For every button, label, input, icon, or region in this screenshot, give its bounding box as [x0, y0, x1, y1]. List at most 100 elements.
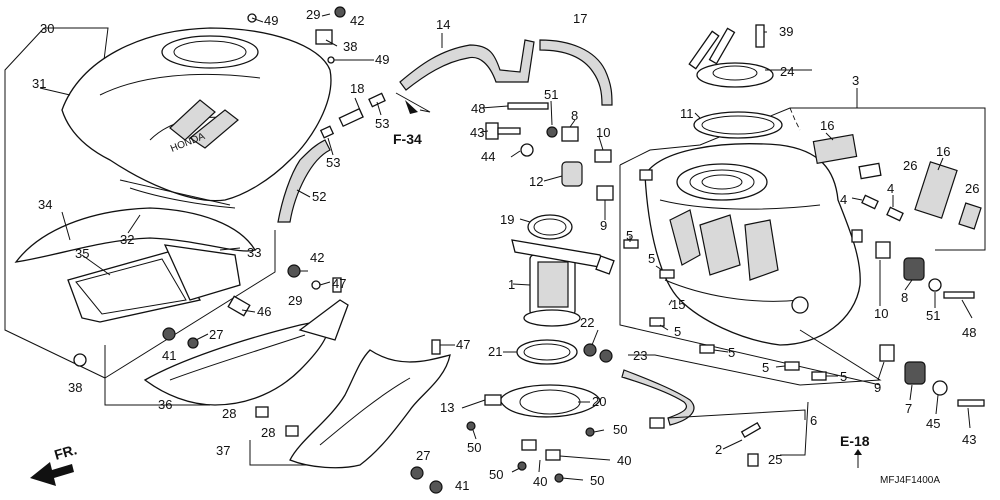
side-cover-right — [249, 349, 451, 469]
part-label-41-upper: 41 — [162, 348, 176, 363]
part-label-21: 21 — [488, 344, 502, 359]
part-label-25: 25 — [768, 452, 782, 467]
part-label-26-a: 26 — [903, 158, 917, 173]
part-label-50-bottom-right: 50 — [590, 473, 604, 488]
part-label-51-right: 51 — [926, 308, 940, 323]
side-cover-left — [104, 299, 349, 406]
right-side-hardware — [740, 241, 985, 467]
part-label-2: 2 — [715, 442, 722, 457]
part-label-12: 12 — [529, 174, 543, 189]
tank-top-cover: HONDA — [61, 27, 332, 209]
part-label-50-left: 50 — [467, 440, 481, 455]
part-label-3: 3 — [852, 73, 859, 88]
part-label-51-center: 51 — [544, 87, 558, 102]
part-label-8-center: 8 — [571, 108, 578, 123]
part-label-11: 11 — [680, 106, 694, 121]
part-label-16-b: 16 — [936, 144, 950, 159]
part-label-49-top: 49 — [264, 13, 278, 28]
breather-hoses — [277, 39, 613, 223]
part-label-53-a: 53 — [375, 116, 389, 131]
part-label-17: 17 — [573, 11, 587, 26]
part-label-47-upper: 47 — [332, 276, 346, 291]
fuel-cap-assembly — [688, 24, 783, 139]
part-label-43-right: 43 — [962, 432, 976, 447]
ref-front: FR. — [52, 441, 78, 463]
part-label-5-d: 5 — [728, 345, 735, 360]
part-label-42-mid: 42 — [310, 250, 324, 265]
part-label-5-b: 5 — [648, 251, 655, 266]
part-label-52: 52 — [312, 189, 326, 204]
part-label-5-f: 5 — [840, 369, 847, 384]
part-label-13: 13 — [440, 400, 454, 415]
part-label-40-bottom: 40 — [533, 474, 547, 489]
part-label-49-right: 49 — [375, 52, 389, 67]
part-label-30: 30 — [40, 21, 54, 36]
part-label-4-a: 4 — [840, 192, 847, 207]
ref-f34: F-34 — [393, 131, 422, 147]
part-label-8-right: 8 — [901, 290, 908, 305]
part-label-38-left: 38 — [68, 380, 82, 395]
part-label-31: 31 — [32, 76, 46, 91]
part-label-23: 23 — [633, 348, 647, 363]
part-label-40-right: 40 — [617, 453, 631, 468]
part-label-38-top: 38 — [343, 39, 357, 54]
part-label-5-c: 5 — [674, 324, 681, 339]
front-arrow-icon — [30, 462, 74, 486]
part-label-9-center: 9 — [600, 218, 607, 233]
part-label-33: 33 — [247, 245, 261, 260]
part-label-41-lower: 41 — [455, 478, 469, 493]
part-label-10-right: 10 — [874, 306, 888, 321]
part-label-45: 45 — [926, 416, 940, 431]
part-label-36: 36 — [158, 397, 172, 412]
part-label-7: 7 — [905, 401, 912, 416]
part-label-28-lower: 28 — [222, 406, 236, 421]
part-label-37: 37 — [216, 443, 230, 458]
part-label-29-mid: 29 — [288, 293, 302, 308]
part-label-50-bottom-left: 50 — [489, 467, 503, 482]
e18-arrow-icon — [854, 449, 862, 455]
part-label-6: 6 — [810, 413, 817, 428]
part-label-34: 34 — [38, 197, 52, 212]
part-label-44: 44 — [481, 149, 495, 164]
part-label-48-right: 48 — [962, 325, 976, 340]
part-label-19: 19 — [500, 212, 514, 227]
part-label-28-upper: 28 — [261, 425, 275, 440]
diagram-code: MFJ4F1400A — [880, 475, 940, 486]
under-tray-panel — [14, 207, 256, 323]
part-label-47-lower: 47 — [456, 337, 470, 352]
f34-arrow-icon — [405, 100, 418, 114]
part-label-50-right: 50 — [613, 422, 627, 437]
part-label-5-a: 5 — [626, 228, 633, 243]
part-label-35: 35 — [75, 246, 89, 261]
part-label-48-center: 48 — [471, 101, 485, 116]
part-label-32: 32 — [120, 232, 134, 247]
fuel-tank-body — [639, 143, 863, 346]
ref-e18: E-18 — [840, 433, 870, 449]
leader-lines — [39, 13, 973, 481]
part-label-43-center: 43 — [470, 125, 484, 140]
fuel-feed-hose — [621, 369, 695, 429]
part-label-10-center: 10 — [596, 125, 610, 140]
part-label-27-lower: 27 — [416, 448, 430, 463]
part-label-20: 20 — [592, 394, 606, 409]
part-label-26-b: 26 — [965, 181, 979, 196]
part-label-24: 24 — [780, 64, 794, 79]
part-label-42-top: 42 — [350, 13, 364, 28]
part-label-15: 15 — [671, 297, 685, 312]
part-label-39: 39 — [779, 24, 793, 39]
part-label-22: 22 — [580, 315, 594, 330]
part-label-53-b: 53 — [326, 155, 340, 170]
part-label-29-top: 29 — [306, 7, 320, 22]
part-label-14: 14 — [436, 17, 450, 32]
part-label-4-b: 4 — [887, 181, 894, 196]
part-label-18: 18 — [350, 81, 364, 96]
part-label-1: 1 — [508, 277, 515, 292]
part-number-labels: 30 31 34 32 35 33 38 49 29 42 38 49 18 5… — [32, 7, 979, 493]
part-label-9-right: 9 — [874, 380, 881, 395]
part-label-16-a: 16 — [820, 118, 834, 133]
reference-arrows — [30, 100, 862, 486]
cover-hardware — [73, 6, 443, 494]
part-label-46: 46 — [257, 304, 271, 319]
part-label-5-e: 5 — [762, 360, 769, 375]
